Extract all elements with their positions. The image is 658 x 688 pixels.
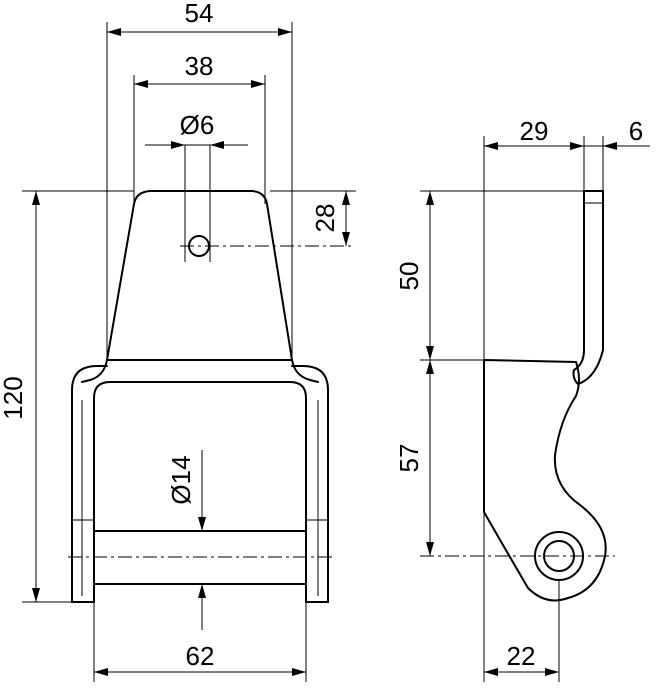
dim-57-label: 57 [394, 444, 424, 473]
front-bracket-inner [93, 381, 307, 603]
front-upper-plate [106, 190, 293, 361]
front-view [68, 145, 352, 603]
dim-22-label: 22 [507, 641, 536, 671]
front-dimensions: 54 38 Ø6 28 120 Ø14 [0, 0, 356, 682]
side-dimensions: 29 6 50 57 22 [394, 116, 650, 682]
side-view [420, 190, 615, 602]
dim-28-label: 28 [310, 204, 340, 233]
side-lower-body [483, 359, 607, 602]
side-upper-plate [572, 190, 604, 385]
dim-38-label: 38 [185, 51, 214, 81]
dim-50-label: 50 [394, 262, 424, 291]
dim-d14-label: Ø14 [166, 455, 196, 504]
front-bracket-outer [71, 365, 329, 603]
dim-120-label: 120 [0, 376, 28, 419]
dim-54-label: 54 [185, 0, 214, 28]
dim-29-label: 29 [520, 116, 549, 146]
dim-62-label: 62 [186, 641, 215, 671]
dim-6-label: 6 [629, 116, 643, 146]
dim-d6-label: Ø6 [180, 110, 215, 140]
